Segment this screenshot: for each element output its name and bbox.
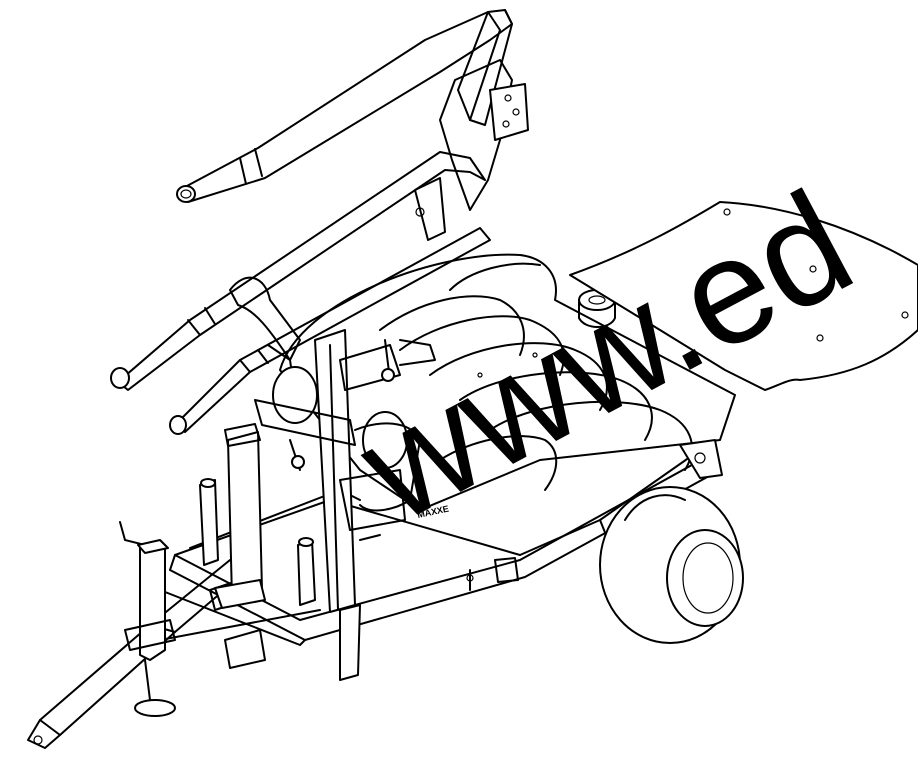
wheel [599, 486, 744, 644]
drawbar [27, 559, 321, 749]
rear-flap [569, 201, 918, 391]
tube-end-middle [110, 367, 130, 389]
tube-end-upper [176, 185, 196, 203]
rim [666, 529, 744, 627]
roller-end-mid [362, 411, 408, 469]
roller-end-left [272, 366, 318, 424]
mount-plate [489, 83, 529, 141]
dispenser-mast [199, 329, 436, 681]
roller-bed [272, 253, 736, 511]
mast-post [314, 329, 356, 613]
post-left [199, 479, 219, 566]
film-roll-holder [227, 431, 263, 599]
jack-foot [134, 699, 176, 717]
hoop-frame [110, 9, 529, 435]
jack-stand [119, 521, 176, 717]
frame-bracket-right [679, 439, 723, 479]
tube-end-lower [169, 415, 187, 435]
